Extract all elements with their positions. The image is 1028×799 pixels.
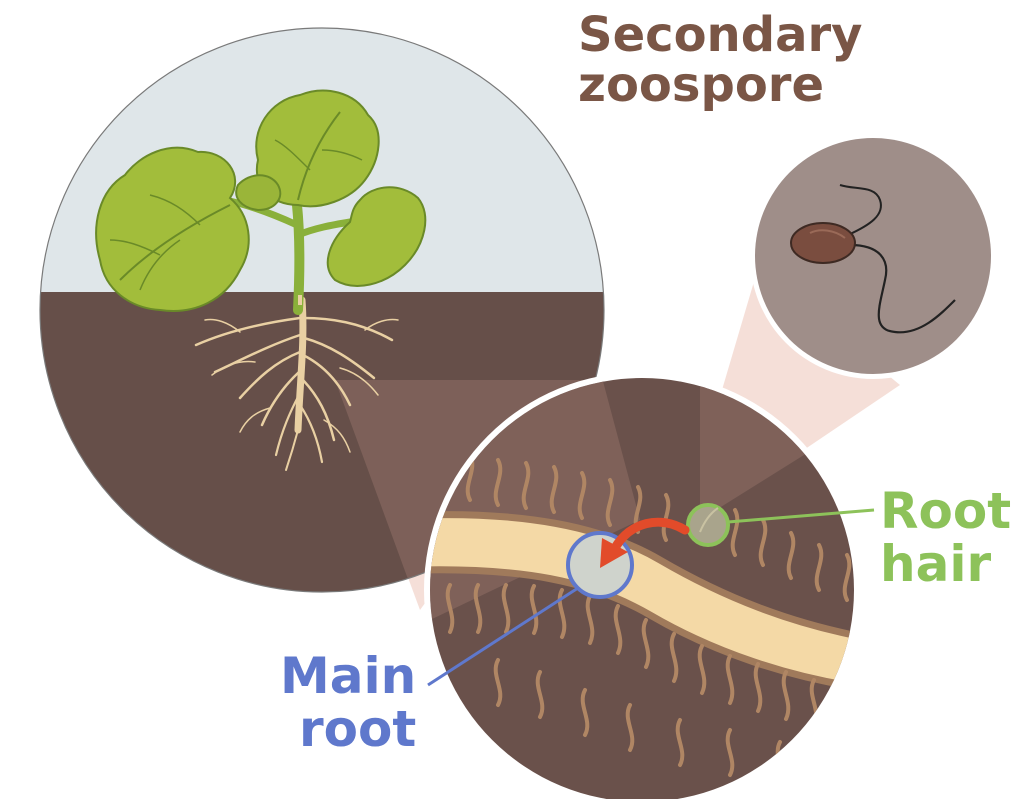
root-hair-line-2: hair bbox=[880, 538, 1011, 591]
root-hair-label: Root hair bbox=[880, 485, 1011, 590]
root-hair-marker bbox=[688, 505, 728, 545]
main-root-line-2: root bbox=[280, 703, 416, 756]
main-root-label: Main root bbox=[280, 650, 416, 755]
root-hair-line-1: Root bbox=[880, 485, 1011, 538]
leaf-small bbox=[236, 175, 280, 210]
title-line-1: Secondary bbox=[578, 10, 862, 60]
zoospore-body bbox=[791, 223, 855, 263]
main-root-line-1: Main bbox=[280, 650, 416, 703]
secondary-zoospore-title: Secondary zoospore bbox=[578, 10, 862, 111]
title-line-2: zoospore bbox=[578, 60, 862, 110]
zoospore-circle bbox=[750, 133, 996, 379]
